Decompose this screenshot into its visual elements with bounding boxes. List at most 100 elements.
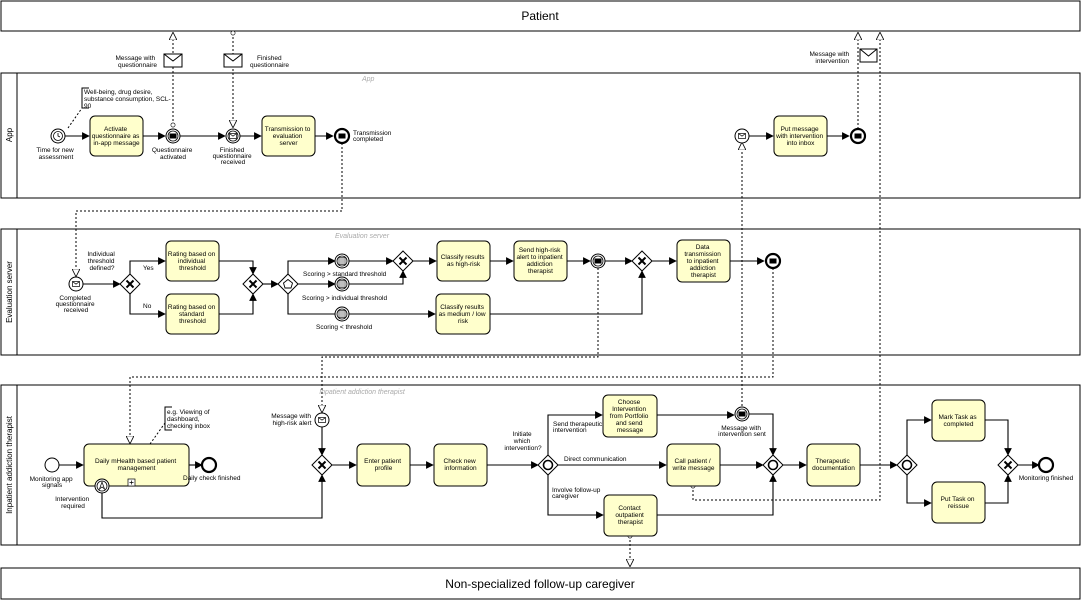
msg-intervention-label: Message with intervention <box>809 51 851 65</box>
end-message-event-server[interactable] <box>764 252 782 270</box>
pool-therapist: Inpatient addiction therapist Inpatient … <box>0 384 1081 546</box>
end-event-daily[interactable] <box>200 456 218 474</box>
task-put-message-inbox[interactable]: Put message with intervention into inbox <box>773 115 828 157</box>
timer-start-event[interactable] <box>50 128 66 144</box>
yes-label: Yes <box>143 265 154 272</box>
task-rating-standard[interactable]: Rating based on standard threshold <box>165 293 220 335</box>
conditional-event-lower[interactable] <box>334 306 350 322</box>
task-choose-intervention[interactable]: Choose Intervention from Portfolio and s… <box>602 394 658 438</box>
task-rating-individual[interactable]: Rating based on individual threshold <box>165 240 220 282</box>
message-start-event-app[interactable] <box>734 128 750 144</box>
xor-gateway-merge-risk[interactable] <box>631 250 653 272</box>
throw-message-event-intervention-sent[interactable] <box>734 406 750 422</box>
pool-caregiver-label: Non-specialized follow-up caregiver <box>445 577 634 591</box>
task-therapeutic-documentation[interactable]: Therapeutic documentation <box>806 443 861 487</box>
svg-text:Rating based on standa: Rating based on standard threshold <box>168 304 217 325</box>
envelope-icon <box>859 48 878 63</box>
svg-text:Enter patient profile: Enter patient profile <box>364 458 403 472</box>
task-mark-completed[interactable]: Mark Task as completed <box>931 399 986 442</box>
task-classify-high-risk[interactable]: Classify results as high-risk <box>436 240 491 282</box>
pool-patient-label: Patient <box>521 9 559 23</box>
task-enter-profile[interactable]: Enter patient profile <box>356 443 411 487</box>
task-data-transmission[interactable]: Data transmission to inpatient addiction… <box>676 239 731 283</box>
msg-finished-label: Finished questionnaire <box>250 55 289 69</box>
inclusive-gateway-merge[interactable] <box>762 454 784 476</box>
flow-send-label: Send therapeutic intervention <box>553 421 604 434</box>
pool-app: App App <box>0 72 1081 199</box>
cond-individual-label: Scoring > individual threshold <box>302 295 387 302</box>
svg-text:Call patient / write m: Call patient / write message <box>672 458 715 472</box>
conditional-event-standard[interactable] <box>334 253 350 269</box>
task-activate-questionnaire[interactable]: Activate questionnaire as in-app message <box>89 115 144 157</box>
svg-text:Check new information: Check new information <box>444 458 478 472</box>
end-message-event-app[interactable] <box>849 127 867 145</box>
envelope-icon <box>223 53 243 68</box>
xor-gateway-final[interactable] <box>997 454 1019 476</box>
inclusive-gateway-intervention[interactable] <box>537 454 559 476</box>
svg-text:Activate questionnaire: Activate questionnaire as in-app message <box>92 126 142 147</box>
task-classify-medium[interactable]: Classify results as medium / low risk <box>435 293 491 335</box>
monitoring-end-label: Monitoring finished <box>1019 475 1074 482</box>
monitoring-start-label: Monitoring app signals <box>30 476 75 489</box>
pool-therapist-label: Inpatient addiction therapist <box>5 415 14 514</box>
svg-text:Put Task on reissue: Put Task on reissue <box>941 496 977 510</box>
svg-text:Mark Task as completed: Mark Task as completed <box>939 414 979 428</box>
task-send-alert[interactable]: Send high-risk alert to inpatient addict… <box>513 240 568 282</box>
intervention-sent-label: Message with intervention sent <box>718 425 766 438</box>
pool-therapist-watermark: Inpatient addiction therapist <box>319 389 406 396</box>
task-call-patient[interactable]: Call patient / write message <box>666 443 721 487</box>
app-lane: Well-being, drug desire, substance consu… <box>36 87 867 166</box>
complex-gateway[interactable] <box>277 273 299 295</box>
message-start-event-server[interactable] <box>68 276 84 292</box>
svg-text:Daily mHealth based patient: Daily mHealth based patient management <box>95 458 178 472</box>
boundary-escalation-event[interactable] <box>94 478 110 494</box>
svg-text:Contact outpatient: Contact outpatient therapist <box>615 505 645 526</box>
pool-app-watermark: App <box>361 76 375 83</box>
threshold-gateway-label: Individual threshold defined? <box>87 251 116 272</box>
flow-direct-label: Direct communication <box>564 456 627 463</box>
task-check-information[interactable]: Check new information <box>433 443 488 487</box>
svg-text:Therapeutic documentat: Therapeutic documentation <box>812 458 855 472</box>
message-start-event-alert[interactable] <box>314 412 330 428</box>
task-transmission-server[interactable]: Transmission to evaluation server <box>261 115 316 157</box>
throw-message-event-alert[interactable] <box>590 253 606 269</box>
end-event-monitoring[interactable] <box>1037 456 1055 474</box>
msg-questionnaire-label: Message with questionnaire <box>115 55 157 69</box>
svg-text:Rating based on indivi: Rating based on individual threshold <box>168 251 217 272</box>
task-put-reissue[interactable]: Put Task on reissue <box>931 481 986 524</box>
activated-label: Questionnaire activated <box>152 147 194 161</box>
daily-end-label: Daily check finished <box>183 475 241 482</box>
pool-app-label: App <box>5 127 14 142</box>
xor-gateway-high-risk[interactable] <box>392 250 414 272</box>
collapsed-subprocess-icon <box>127 478 136 487</box>
daily-annotation: e.g. Viewing of dashboard, checking inbo… <box>167 409 211 430</box>
pool-server-label: Evaluation server <box>5 261 14 323</box>
transmission-completed-label: Transmission completed <box>353 130 393 143</box>
conditional-event-individual[interactable] <box>334 276 350 292</box>
xor-gateway-merge[interactable] <box>242 273 264 295</box>
intervention-required-label: Intervention required <box>55 496 91 510</box>
pool-patient: Patient <box>0 0 1081 32</box>
catch-message-event-received[interactable] <box>225 128 241 144</box>
end-message-event-transmission[interactable] <box>333 127 351 145</box>
throw-message-event-activated[interactable] <box>165 128 181 144</box>
xor-gateway-threshold[interactable] <box>119 273 141 295</box>
start-event-monitoring[interactable] <box>44 457 60 473</box>
therapist-lane: Monitoring app signals e.g. Viewing of d… <box>30 394 1074 537</box>
cond-lower-label: Scoring < threshold <box>316 324 373 331</box>
xor-gateway-therapist-merge[interactable] <box>311 454 333 476</box>
svg-text:Classify results as hi: Classify results as high-risk <box>441 254 487 268</box>
high-risk-message-label: Message with high-risk alert <box>271 413 313 427</box>
server-lane: Completed questionnaire received Individ… <box>56 239 782 335</box>
timer-start-label: Time for new assessment <box>36 147 75 161</box>
received-label: Finished questionnaire received <box>213 147 254 166</box>
svg-text:Classify results as me: Classify results as medium / low risk <box>439 304 488 325</box>
task-contact-outpatient[interactable]: Contact outpatient therapist <box>603 494 658 537</box>
flow-involve-label: Involve follow-up caregiver <box>552 487 602 500</box>
subprocess-daily-management[interactable]: Daily mHealth based patient management <box>83 443 190 487</box>
inclusive-gateway-task[interactable] <box>896 454 918 476</box>
app-annotation: Well-being, drug desire, substance consu… <box>84 89 173 110</box>
message-flows <box>76 33 880 566</box>
pool-server: Evaluation server Evaluation server <box>0 228 1081 356</box>
